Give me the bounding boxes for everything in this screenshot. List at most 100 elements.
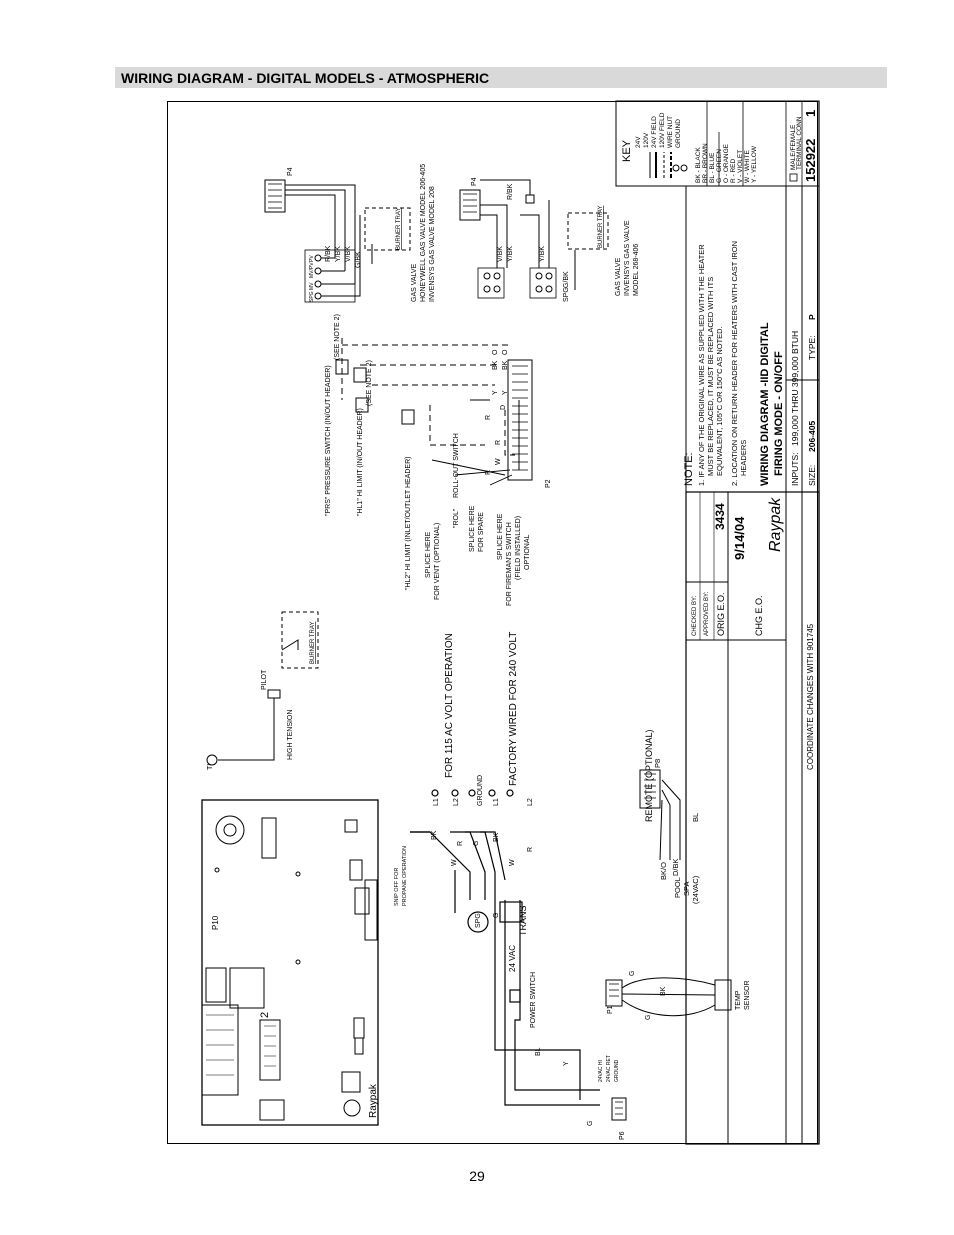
hl1-label: "HL1" HI LIMIT (IN/OUT HEADER) — [357, 408, 364, 516]
note1-c: EQUIVALENT, 105°C OR 150°C AS NOTED. — [715, 326, 724, 476]
control-board — [201, 799, 379, 1126]
upper-p4: P4 — [287, 167, 294, 176]
lower-pin-v-bk: V/BK — [497, 246, 504, 262]
splice-fireman-3: (FIELD INSTALLED) — [515, 516, 522, 580]
approved-by: APPROVED BY: — [704, 591, 710, 636]
note1-b: MUST BE REPLACED, IT MUST BE REPLACED WI… — [706, 277, 715, 476]
wire-w-240: W — [509, 859, 516, 866]
lower-gas-valve — [459, 179, 609, 299]
p6-wire-g: G — [587, 1121, 594, 1126]
prs-note: (SEE NOTE 2) — [334, 314, 341, 360]
terminal-conn: TERMINAL CONN — [796, 116, 803, 170]
approvals-block: CHECKED BY: APPROVED BY: ORIG E.O. 3434 … — [686, 492, 815, 770]
checked-by: CHECKED BY: — [692, 595, 698, 636]
revision-date: 9/14/04 — [732, 516, 747, 560]
upper-valve-caption-3: INVENSYS GAS VALVE MODEL 208 — [429, 186, 436, 302]
drawing-title-2: FIRING MODE - ON/OFF — [773, 351, 785, 476]
lower-spg: SPG — [563, 287, 570, 302]
sheet-number: 1 — [803, 110, 818, 117]
rol-label: "ROL" — [453, 508, 460, 528]
upper-pin-r-bk: R/BK — [325, 245, 332, 262]
l2-label-115: L2 — [453, 798, 460, 806]
ground-label: GROUND — [477, 775, 484, 806]
remote-labels: REMOTE (OPTIONAL) P8 POOL SPA (24VAC) BK… — [644, 729, 700, 904]
splice-fireman-2: FOR FIREMAN'S SWITCH — [506, 522, 513, 606]
ti-label: TI — [207, 764, 214, 770]
p2-pin-o2: O — [502, 349, 509, 355]
p2-pin-r2: R — [495, 440, 502, 445]
male-female: MALE/FEMALE — [790, 124, 797, 170]
key-line-120v: 120V — [643, 132, 650, 148]
remote-wire-bko: BK/O — [659, 862, 668, 880]
splice-spare-1: SPLICE HERE — [469, 505, 476, 552]
limit-switch-wiring — [335, 338, 533, 486]
power-labels: FOR 115 AC VOLT OPERATION FACTORY WIRED … — [431, 632, 537, 1028]
p2-pin-d: D — [500, 405, 507, 410]
l2-label-240: L2 — [527, 798, 534, 806]
splice-fireman-4: OPTIONAL — [524, 534, 531, 570]
upper-term-spg: SPG — [309, 291, 315, 302]
raypak-logo: Raypak — [767, 497, 784, 552]
p2-label: P2 — [545, 479, 552, 488]
chg-eo-label: CHG E.O. — [754, 595, 764, 636]
key-heading: KEY — [621, 139, 633, 162]
pilot-burner-tray: BURNER TRAY — [310, 622, 316, 664]
type-value: P — [807, 314, 817, 320]
page-number: 29 — [469, 1168, 485, 1184]
remote-vac: (24VAC) — [691, 875, 700, 904]
lower-valve-caption-3: MODEL 268-406 — [633, 244, 640, 296]
note2-a: 2. LOCATION ON RETURN HEADER FOR HEATERS… — [730, 241, 739, 486]
temp-sensor-2: SENSOR — [744, 980, 751, 1010]
note-block: NOTE: 1. IF ANY OF THE ORIGINAL WIRE AS … — [683, 241, 817, 486]
board-propane-2: PROPANE OPERATION — [402, 846, 408, 906]
prs-label: "PRS" PRESSURE SWITCH (IN/OUT HEADER) — [325, 365, 332, 516]
color-code-orange: O - ORANGE — [723, 143, 730, 183]
size-value: 206-405 — [807, 421, 817, 452]
p6-term-hi: 24VAC HI — [598, 1060, 604, 1082]
p6-wire-bl: BL — [535, 1047, 542, 1056]
p2-pin-w: W — [495, 458, 502, 465]
remote-wire-bl: BL — [691, 813, 700, 822]
note2-b: HEADERS — [739, 440, 748, 476]
key-line-24v-field: 24V FIELD — [651, 116, 658, 148]
wire-g-115: G — [473, 841, 480, 846]
key-line-ground: GROUND — [675, 119, 682, 148]
color-code-white: W - WHITE — [744, 149, 751, 183]
drawing-title-1: WIRING DIAGRAM -IID DIGITAL — [759, 322, 771, 486]
high-tension-label: HIGH TENSION — [287, 710, 294, 760]
pilot-assembly — [206, 611, 319, 766]
splice-spare-2: FOR SPARE — [478, 512, 485, 552]
upper-term-mvpv: MV/PV — [309, 262, 315, 278]
roll-out-switch: ROLL-OUT SWITCH — [453, 433, 460, 498]
lower-pin-y-bk-2: Y/BK — [539, 246, 546, 262]
key-line-120v-field: 120V FIELD — [659, 112, 666, 148]
remote-p8: P8 — [653, 759, 662, 768]
power-wiring — [410, 789, 600, 1106]
drawing-number: 152922 — [803, 139, 818, 182]
board-p10: P10 — [211, 915, 220, 930]
color-code-violet: V - VIOLET — [737, 150, 744, 183]
splice-vent-2: FOR VENT (OPTIONAL) — [434, 523, 441, 600]
p2-pin-y2: Y — [502, 390, 509, 395]
p6-term-ret: 24VAC RET — [606, 1055, 612, 1082]
hl1-note: (SEE NOTE 2) — [366, 360, 373, 406]
wire-bk-240: BK — [493, 832, 500, 842]
key-block: KEY 24V 120V 24V FIELD 120V FIELD WIRE N… — [621, 110, 818, 183]
board-raypak: Raypak — [368, 1083, 379, 1118]
splice-fireman-1: SPLICE HERE — [497, 513, 504, 560]
note1-a: 1. IF ANY OF THE ORIGINAL WIRE AS SUPPLI… — [697, 244, 706, 486]
color-code-blue: BL - BLUE — [709, 152, 716, 183]
size-label: SIZE: — [807, 465, 817, 486]
wire-bk-115: BK — [431, 830, 438, 840]
key-line-24v: 24V — [635, 136, 642, 148]
hl2-label: "HL2" HI LIMIT (INLET/OUTLET HEADER) — [405, 457, 412, 590]
remote-heading: REMOTE (OPTIONAL) — [644, 729, 654, 822]
trans-label: TRANS — [518, 905, 528, 936]
remote-wire-dbk: D/BK — [671, 858, 680, 876]
p2-pin-bk2: BK — [502, 360, 509, 370]
lower-valve-caption-2: INVENSYS GAS VALVE — [624, 220, 631, 296]
color-code-green: G - GREEN — [716, 149, 723, 183]
upper-pin-g-bk: G/BK — [355, 251, 362, 268]
limit-labels: "PRS" PRESSURE SWITCH (IN/OUT HEADER) (S… — [325, 314, 552, 606]
color-code-yellow: Y - YELLOW — [751, 145, 758, 183]
